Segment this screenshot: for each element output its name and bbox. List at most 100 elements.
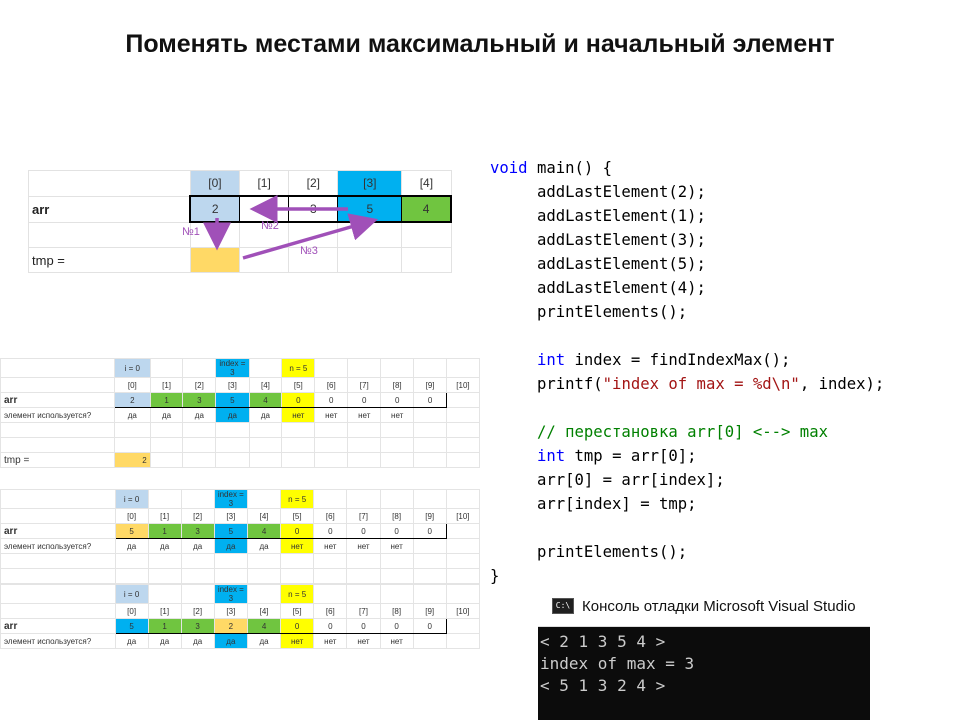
tmp-label: tmp = [28, 247, 191, 273]
step1-label: №1 [182, 226, 200, 238]
used-cell: да [182, 407, 217, 423]
header-cell: [10] [445, 377, 481, 393]
used-cell: да [114, 633, 149, 649]
i-label: i = 0 [114, 489, 149, 509]
header-cell: [7] [347, 377, 382, 393]
header-cell: [4] [401, 170, 452, 197]
header-cell: [5] [280, 508, 315, 524]
used-cell: да [149, 407, 184, 423]
header-cell: [5] [281, 377, 316, 393]
header-cell: [3] [215, 377, 250, 393]
console-title-bar[interactable]: C:\ Консоль отладки Microsoft Visual Stu… [538, 586, 870, 627]
arr-label: arr [0, 618, 116, 634]
used-cell: нет [380, 407, 415, 423]
used-cell: нет [280, 538, 315, 554]
i-label: i = 0 [114, 584, 149, 604]
header-cell: [9] [412, 508, 447, 524]
arr-cell: 0 [413, 392, 447, 408]
arr-cell: 0 [346, 618, 381, 634]
step2-label: №2 [261, 220, 279, 232]
index-label: index = 3 [213, 489, 249, 509]
used-cell: нет [281, 407, 316, 423]
header-cell: [0] [189, 170, 241, 197]
header-cell: [9] [413, 377, 447, 393]
used-cell: нет [346, 633, 381, 649]
n-label: n = 5 [280, 584, 315, 604]
arr-cell: 0 [347, 392, 382, 408]
index-label: index = 3 [215, 358, 250, 378]
header-cell: [10] [445, 508, 481, 524]
arr-cell: 5 [213, 523, 249, 539]
header-cell: [8] [379, 508, 414, 524]
index-label: index = 3 [213, 584, 249, 604]
header-cell: [8] [379, 603, 414, 619]
header-cell: [7] [346, 603, 381, 619]
used-cell: да [147, 538, 182, 554]
header-cell: [1] [147, 603, 182, 619]
used-cell: да [180, 633, 215, 649]
header-cell: [5] [280, 603, 315, 619]
used-label: элемент используется? [0, 633, 116, 649]
used-cell: нет [313, 538, 348, 554]
header-cell: [4] [247, 508, 282, 524]
used-cell: да [248, 407, 283, 423]
console-line: < 5 1 3 2 4 > [540, 676, 666, 695]
header-cell: [2] [180, 508, 215, 524]
header-cell: [6] [314, 377, 349, 393]
arr-cell: 0 [380, 392, 415, 408]
arr-label: arr [0, 392, 116, 408]
n-label: n = 5 [281, 358, 316, 378]
arr-cell: 4 [247, 523, 282, 539]
arr-cell: 0 [412, 618, 447, 634]
arr-cell: 4 [401, 195, 453, 223]
n-label: n = 5 [280, 489, 315, 509]
used-cell: нет [346, 538, 381, 554]
header-cell: [6] [313, 508, 348, 524]
used-cell: нет [347, 407, 382, 423]
header-cell: [3] [213, 508, 249, 524]
tmp-cell: 2 [114, 452, 151, 468]
header-cell: [4] [248, 377, 283, 393]
arr-cell: 0 [313, 618, 348, 634]
header-cell: [1] [149, 377, 184, 393]
sheet-state-1: i = 0 index = 3 n = 5 [0] [1] [2] [3] [4… [0, 358, 481, 468]
arr-cell: 0 [281, 392, 316, 408]
swap-arrows [203, 195, 379, 260]
code-listing: void main() { addLastElement(2); addLast… [490, 159, 885, 585]
used-cell: нет [379, 633, 414, 649]
slide-title: Поменять местами максимальный и начальны… [125, 30, 835, 58]
used-cell: нет [379, 538, 414, 554]
arrow-step3 [242, 213, 379, 260]
header-cell: [2] [180, 603, 215, 619]
debug-console-window: C:\ Консоль отладки Microsoft Visual Stu… [538, 586, 870, 720]
arr-cell: 3 [180, 523, 215, 539]
header-cell: [0] [114, 377, 151, 393]
used-cell: да [180, 538, 215, 554]
console-title: Консоль отладки Microsoft Visual Studio [582, 597, 856, 615]
arr-cell: 2 [114, 392, 151, 408]
arr-cell: 0 [346, 523, 381, 539]
header-cell: [4] [247, 603, 282, 619]
arr-cell: 0 [412, 523, 447, 539]
arr-cell: 0 [280, 523, 315, 539]
header-cell: [0] [114, 603, 149, 619]
console-line: index of max = 3 [540, 654, 695, 673]
arr-cell: 1 [147, 523, 182, 539]
header-cell: [0] [114, 508, 149, 524]
console-app-icon: C:\ [552, 598, 574, 614]
top-grid-table: [0] [1] [2] [3] [4] arr 2 1 3 5 4 tmp = [28, 170, 453, 273]
console-output: < 2 1 3 5 4 > index of max = 3 < 5 1 3 2… [538, 627, 870, 697]
step3-label: №3 [300, 245, 318, 257]
used-cell: нет [314, 407, 349, 423]
sheet-state-2: i = 0 index = 3 n = 5 [0] [1] [2] [3] [4… [0, 489, 481, 584]
header-cell: [2] [182, 377, 217, 393]
arr-cell: 5 [114, 618, 149, 634]
arr-cell: 0 [379, 523, 414, 539]
arr-cell: 5 [114, 523, 149, 539]
console-line: < 2 1 3 5 4 > [540, 632, 666, 651]
used-cell: да [213, 633, 249, 649]
used-cell: да [147, 633, 182, 649]
arr-label: arr [0, 523, 116, 539]
header-cell: [6] [313, 603, 348, 619]
tmp-cell [189, 247, 241, 273]
